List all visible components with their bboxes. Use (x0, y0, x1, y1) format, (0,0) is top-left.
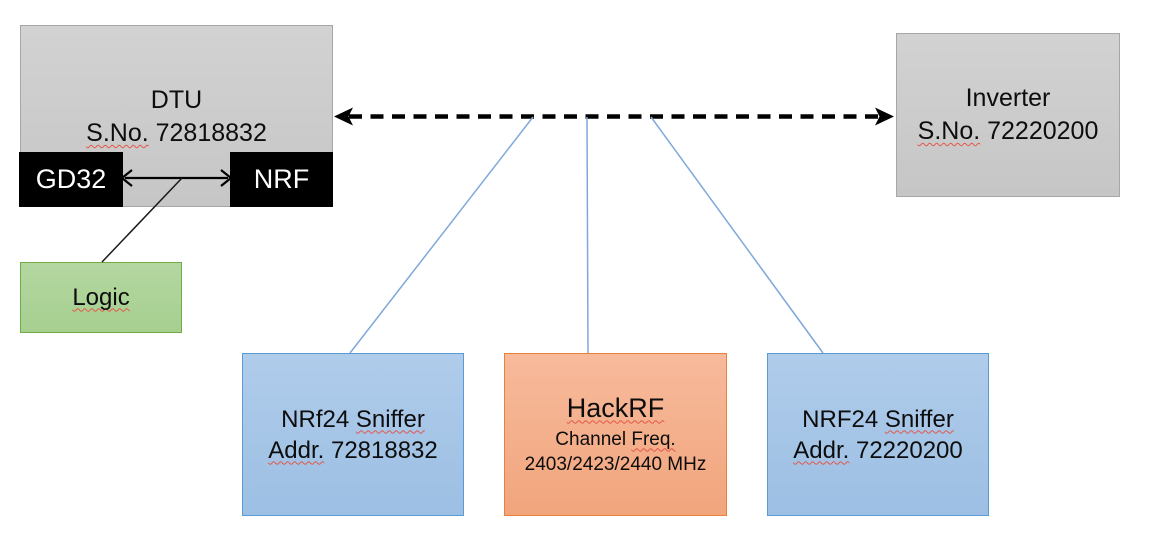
nrf-chip-box: NRF (230, 152, 333, 207)
nrf-label: NRF (253, 164, 310, 194)
tap-line-middle (586, 116, 589, 354)
sniffer-left-addr: 72818832 (330, 436, 438, 464)
sniffer-right-addr: 72220200 (855, 436, 963, 464)
dtu-serial-number: 72818832 (155, 119, 267, 147)
inverter-title: Inverter (965, 84, 1051, 112)
sniffer-right-name-line: NRF24 Sniffer (802, 404, 954, 435)
hackrf-box: HackRF Channel Freq. 2403/2423/2440 MHz (504, 353, 727, 516)
sniffer-right-name: NRF24 (802, 405, 879, 433)
sniffer-left-addr-line: Addr. 72818832 (268, 435, 438, 466)
dtu-inverter-dashed-arrow (334, 107, 894, 126)
tap-line-right (650, 116, 824, 354)
sniffer-right-addr-line: Addr. 72220200 (793, 435, 963, 466)
tap-line-left (349, 116, 534, 354)
hackrf-frequencies: 2403/2423/2440 MHz (524, 453, 707, 475)
sniffer-right-addr-prefix: Addr. (793, 436, 850, 464)
hackrf-freq-word: Freq. (631, 428, 676, 450)
logic-box: Logic (20, 262, 182, 333)
dtu-serial-prefix: S.No. (86, 119, 149, 147)
inverter-serial-prefix: S.No. (917, 117, 981, 145)
gd32-label: GD32 (35, 164, 107, 194)
logic-label: Logic (72, 283, 130, 311)
sniffer-left-addr-prefix: Addr. (268, 436, 325, 464)
nrf24-sniffer-left-box: NRf24 Sniffer Addr. 72818832 (242, 353, 464, 516)
sniffer-left-name-suffix: Sniffer (355, 405, 425, 433)
inverter-serial-line: S.No. 72220200 (918, 115, 1099, 148)
inverter-box: Inverter S.No. 72220200 (896, 33, 1120, 197)
nrf24-sniffer-right-box: NRF24 Sniffer Addr. 72220200 (767, 353, 989, 516)
inverter-serial-number: 72220200 (987, 117, 1099, 145)
gd32-chip-box: GD32 (19, 152, 123, 207)
dtu-title: DTU (150, 86, 203, 114)
sniffer-left-name-line: NRf24 Sniffer (281, 404, 425, 435)
sniffer-left-name: NRf24 (281, 405, 350, 433)
hackrf-title: HackRF (566, 392, 665, 423)
hackrf-channel-line: Channel Freq. (555, 427, 675, 452)
dtu-serial-line: S.No. 72818832 (86, 117, 267, 150)
sniffer-right-name-suffix: Sniffer (884, 405, 954, 433)
sniffer-tap-lines (349, 116, 824, 354)
hackrf-channel-word: Channel (555, 428, 627, 450)
